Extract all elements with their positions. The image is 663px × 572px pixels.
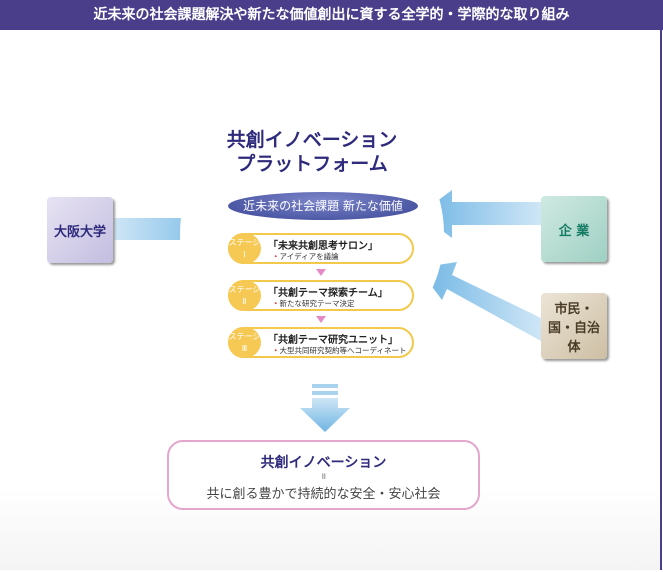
- arrow-diagonal-in: [418, 262, 541, 341]
- arrow-down: [300, 398, 350, 432]
- actor-citizens-government: 市民・国・自治体: [541, 293, 607, 359]
- arrow-down-bar2: [312, 391, 338, 395]
- value-oval: 近未来の社会課題 新たな価値: [228, 192, 418, 220]
- result-title: 共創イノベーション: [260, 455, 387, 471]
- actor-osaka-university: 大阪大学: [47, 197, 113, 263]
- platform-title: 共創イノベーションプラットフォーム: [226, 129, 398, 175]
- down-triangle-icon: [316, 269, 326, 276]
- result-box: 共創イノベーション ॥ 共に創る豊かで持続的な安全・安心社会: [167, 440, 480, 510]
- down-triangle-icon: [316, 316, 326, 323]
- result-equals: ॥: [320, 472, 327, 482]
- result-desc: 共に創る豊かで持続的な安全・安心社会: [206, 487, 441, 502]
- header-title: 近未来の社会課題解決や新たな価値創出に資する全学的・学際的な取り組み: [0, 0, 663, 30]
- actor-companies: 企 業: [541, 196, 607, 262]
- arrow-down-bar1: [312, 384, 338, 388]
- arrow-right-in: [420, 190, 541, 238]
